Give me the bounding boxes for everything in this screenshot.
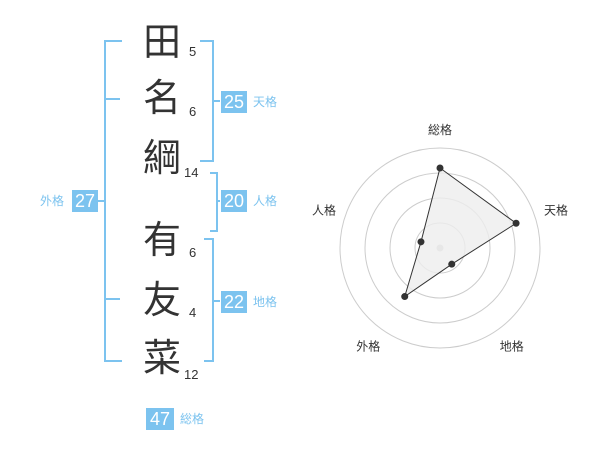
jinkaku-connector: [218, 200, 220, 202]
gaikaku-connector: [98, 200, 104, 202]
chikaku-label: 地格: [253, 295, 278, 309]
gaikaku-bracket: [104, 40, 122, 362]
radar-ring: [339, 147, 541, 349]
radar-axis-label: 人格: [312, 202, 336, 217]
chikaku-value-badge: 22: [221, 291, 247, 313]
stroke-count-6: 12: [184, 367, 199, 382]
radar-shape: [403, 167, 517, 298]
gaikaku-bracket-mid-tick: [106, 98, 120, 100]
radar-axis-label: 総格: [428, 122, 452, 137]
char-5: 友: [142, 278, 181, 322]
radar-point-4: [401, 293, 409, 301]
stroke-count-2: 6: [189, 104, 197, 119]
gaikaku-bracket-mid-tick: [106, 298, 120, 300]
gaikaku-value-badge: 27: [72, 190, 98, 212]
gaikaku-label: 外格: [40, 194, 65, 208]
jinkaku-bracket: [210, 172, 218, 232]
stroke-count-1: 5: [189, 44, 197, 59]
char-3: 綱: [142, 136, 181, 180]
chikaku-connector: [214, 300, 220, 302]
radar-point-1: [436, 164, 444, 172]
tenkaku-value-badge: 25: [221, 91, 247, 113]
radar-points: [401, 164, 520, 301]
radar-axis-label: 外格: [356, 339, 380, 354]
tenkaku-connector: [214, 100, 220, 102]
char-4: 有: [142, 218, 181, 262]
char-2: 名: [142, 76, 181, 120]
tenkaku-label: 天格: [253, 95, 278, 109]
radar-point-3: [448, 260, 456, 268]
stroke-count-3: 14: [184, 165, 199, 180]
soukaku-label: 総格: [180, 412, 205, 426]
chikaku-bracket: [204, 238, 214, 362]
stroke-count-4: 6: [189, 245, 197, 260]
radar-polygon: [403, 167, 517, 298]
radar-axis-label: 地格: [500, 339, 524, 354]
char-1: 田: [142, 20, 181, 64]
tenkaku-bracket: [200, 40, 214, 162]
soukaku-value-badge: 47: [146, 408, 174, 430]
jinkaku-value-badge: 20: [221, 190, 247, 212]
radar-point-2: [512, 219, 520, 227]
radar-point-5: [417, 238, 425, 246]
char-6: 菜: [142, 336, 181, 380]
radar-axis-label: 天格: [544, 202, 568, 217]
jinkaku-label: 人格: [253, 194, 278, 208]
stroke-count-5: 4: [189, 305, 197, 320]
